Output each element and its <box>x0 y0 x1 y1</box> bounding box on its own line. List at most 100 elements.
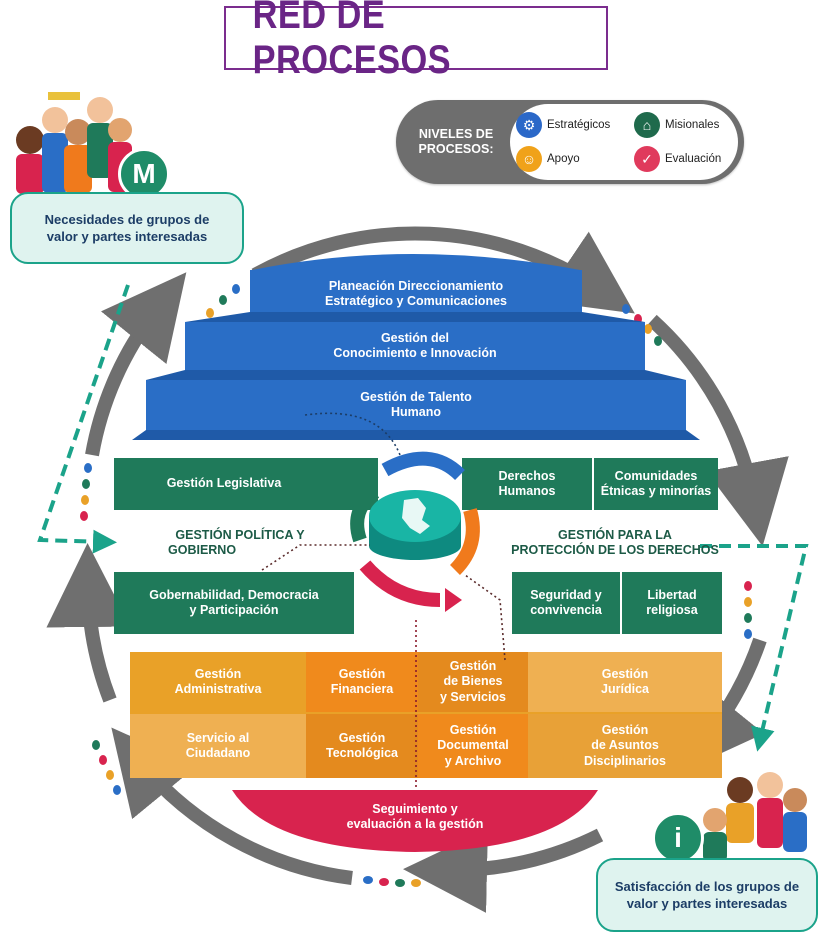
satisfaction-box: Satisfacción de los grupos de valor y pa… <box>596 858 818 932</box>
tecnologica-line2: Tecnológica <box>325 746 398 760</box>
proteccion-line1: GESTIÓN PARA LA <box>558 528 672 542</box>
strategic-conocimiento: Gestión del Conocimiento e Innovación <box>185 322 645 370</box>
seguridad-convivencia: Seguridad y convivencia <box>512 572 620 634</box>
proteccion-line2: PROTECCIÓN DE LOS DERECHOS <box>511 543 719 557</box>
needs-line1: Necesidades de grupos de <box>44 212 210 227</box>
evaluation-shape <box>232 790 598 852</box>
gestion-disciplinarios: Gestión de Asuntos Disciplinarios <box>528 714 722 778</box>
planeacion-line1: Planeación Direccionamiento <box>328 278 504 293</box>
administrativa-line2: Administrativa <box>174 682 262 696</box>
satisfaction-line2: valor y partes interesadas <box>626 896 788 911</box>
documental-line1: Gestión <box>449 722 497 737</box>
conocimiento-line2: Conocimiento e Innovación <box>333 346 497 360</box>
gestion-administrativa: Gestión Administrativa <box>130 652 306 712</box>
satisfaction-icon-letter: i <box>674 822 682 853</box>
satisfaction-line1: Satisfacción de los grupos de <box>614 879 800 894</box>
colombia-map-icon <box>402 498 430 534</box>
process-levels-legend: NIVELES DE PROCESOS: ⚙ Estratégicos ⌂ Mi… <box>396 100 744 184</box>
ciudadano-line2: Ciudadano <box>185 746 251 760</box>
comunidades-line1: Comunidades <box>614 468 698 483</box>
people-icon: ☺ <box>516 146 542 172</box>
libertad-line2: religiosa <box>646 603 698 617</box>
derechos-shape <box>462 458 592 510</box>
comunidades-etnicas: Comunidades Étnicas y minorías <box>594 458 718 510</box>
administrativa-line1: Gestión <box>194 666 242 681</box>
seguridad-line1: Seguridad y <box>530 587 602 602</box>
gestion-bienes-servicios: Gestión de Bienes y Servicios <box>418 652 528 712</box>
gestion-legislativa: Gestión Legislativa <box>166 476 282 491</box>
documental-line2: Documental <box>437 738 509 753</box>
libertad-shape <box>622 572 722 634</box>
clipboard-icon: ✓ <box>634 146 660 172</box>
cycle-arrow-bottom <box>403 828 604 913</box>
evaluation-line2: evaluación a la gestión <box>346 817 484 831</box>
disciplinarios-line3: Disciplinarios <box>584 753 666 768</box>
gestion-proteccion-header: GESTIÓN PARA LA PROTECCIÓN DE LOS DERECH… <box>510 528 720 558</box>
politica-line2: GOBIERNO <box>168 543 237 557</box>
center-arrow-orange <box>449 508 480 575</box>
legend-label-line2: PROCESOS: <box>418 142 494 156</box>
bienes-line2: de Bienes <box>443 674 503 689</box>
people-group-bottom-right <box>703 772 807 862</box>
comunidades-shape <box>594 458 718 510</box>
center-arrow-red <box>359 560 441 607</box>
people-group-top-left <box>16 92 132 194</box>
talento-line1: Gestión de Talento <box>360 389 472 404</box>
legend-item-estrategicos: ⚙ Estratégicos <box>516 112 610 138</box>
legend-apoyo-label: Apoyo <box>547 153 580 165</box>
legislativa-shape <box>114 458 378 510</box>
cycle-arrow-right-top <box>647 314 789 547</box>
gobernabilidad: Gobernabilidad, Democracia y Participaci… <box>114 572 354 634</box>
cycle-arrow-bottom-left <box>111 727 353 885</box>
legend-estrategicos-label: Estratégicos <box>547 119 611 131</box>
legend-item-apoyo: ☺ Apoyo <box>516 146 580 172</box>
disciplinarios-line2: de Asuntos <box>591 738 659 753</box>
ciudadano-line1: Servicio al <box>186 730 250 745</box>
tecnologica-line1: Gestión <box>338 730 386 745</box>
cycle-arrow-top <box>251 226 635 314</box>
legend-label: NIVELES DE PROCESOS: <box>406 100 506 184</box>
comunidades-line2: Étnicas y minorías <box>600 484 712 498</box>
satisfaction-dashed-connector <box>700 544 809 752</box>
politica-line1: GESTIÓN POLÍTICA Y <box>175 528 305 542</box>
gears-icon: ⚙ <box>516 112 542 138</box>
gestion-juridica: Gestión Jurídica <box>528 652 722 712</box>
needs-line2: valor y partes interesadas <box>46 229 208 244</box>
legend-evaluacion-label: Evaluación <box>665 153 722 165</box>
gestion-politica-header: GESTIÓN POLÍTICA Y GOBIERNO <box>140 528 340 558</box>
legend-items: ⚙ Estratégicos ⌂ Misionales ☺ Apoyo ✓ Ev… <box>510 104 738 180</box>
derechos-humanos: Derechos Humanos <box>462 458 592 510</box>
page-title: RED DE PROCESOS <box>252 0 452 82</box>
documental-line3: y Archivo <box>444 753 502 768</box>
strategic-band-3-shape <box>146 380 686 430</box>
libertad-religiosa: Libertad religiosa <box>622 572 722 634</box>
libertad-line1: Libertad <box>647 587 697 602</box>
strategic-talento-humano: Gestión de Talento Humano <box>146 380 686 430</box>
gestion-documental: Gestión Documental y Archivo <box>418 714 528 778</box>
needs-icon-letter: M <box>132 158 156 189</box>
center-arrow-green <box>350 486 380 543</box>
legend-item-evaluacion: ✓ Evaluación <box>634 146 721 172</box>
derechos-line2: Humanos <box>498 484 556 498</box>
bienes-line1: Gestión <box>449 658 497 673</box>
legend-misionales-label: Misionales <box>665 119 720 131</box>
gestion-financiera: Gestión Financiera <box>306 652 418 712</box>
ring-dots <box>80 284 752 887</box>
seguridad-shape <box>512 572 620 634</box>
conocimiento-line1: Gestión del <box>380 330 450 345</box>
gestion-tecnologica: Gestión Tecnológica <box>306 714 418 778</box>
gobernabilidad-line1: Gobernabilidad, Democracia <box>149 587 319 602</box>
title-box: RED DE PROCESOS <box>224 0 608 82</box>
derechos-line1: Derechos <box>498 468 556 483</box>
legend-label-line1: NIVELES DE <box>418 127 494 141</box>
satisfaction-info-icon: i <box>652 812 704 864</box>
needs-dashed-connector <box>37 284 130 554</box>
gobernabilidad-shape <box>114 572 354 634</box>
talento-line2: Humano <box>391 405 441 419</box>
cycle-arrow-left-bottom <box>46 543 131 703</box>
juridica-line1: Gestión <box>601 666 649 681</box>
juridica-line2: Jurídica <box>601 682 649 696</box>
legend-item-misionales: ⌂ Misionales <box>634 112 719 138</box>
